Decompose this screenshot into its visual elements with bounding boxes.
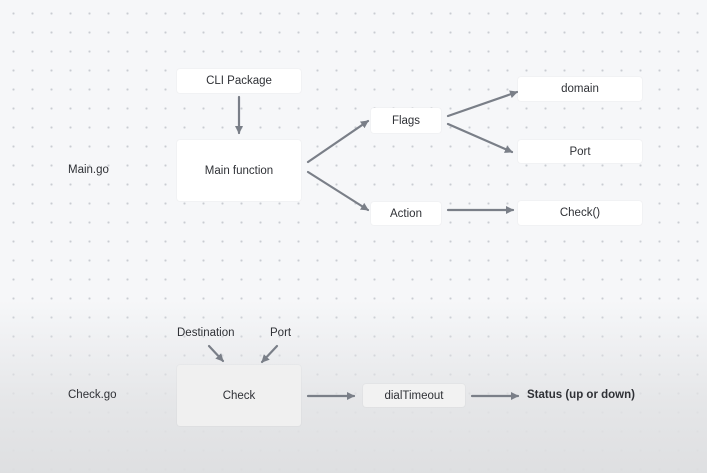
section-label-check: Check.go	[68, 389, 117, 401]
node-check-function: Check()	[518, 201, 642, 225]
edge-destination-to-check	[207, 344, 225, 363]
node-domain: domain	[518, 77, 642, 101]
node-check: Check	[177, 365, 301, 426]
edge-flags-to-domain	[446, 90, 519, 118]
node-port: Port	[518, 140, 642, 163]
input-destination: Destination	[177, 327, 235, 339]
node-dial-timeout: dialTimeout	[363, 384, 465, 407]
edge-flags-to-port	[446, 122, 514, 154]
edge-main-to-action	[306, 170, 370, 212]
edge-main-to-flags	[306, 119, 370, 164]
input-port: Port	[270, 327, 292, 339]
edge-port-to-check	[260, 344, 279, 364]
node-main-function: Main function	[177, 140, 301, 201]
node-flags: Flags	[371, 108, 441, 133]
output-status: Status (up or down)	[527, 389, 635, 401]
section-label-main: Main.go	[68, 164, 109, 176]
node-action: Action	[371, 202, 441, 225]
background-fade	[0, 300, 707, 473]
node-cli-package: CLI Package	[177, 69, 301, 93]
